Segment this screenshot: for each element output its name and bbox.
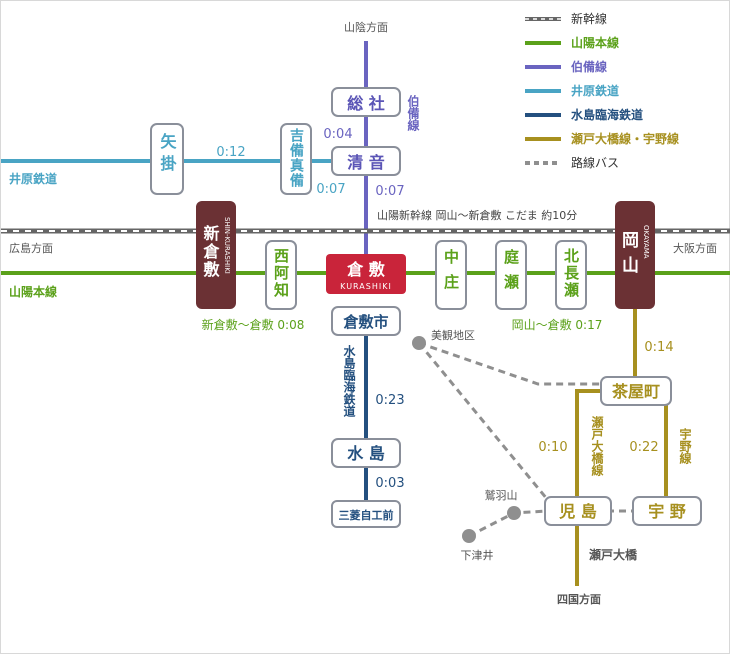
direction-osaka: 大阪方面 — [673, 241, 717, 255]
time-kibi-kiyone: 0:07 — [316, 182, 345, 197]
legend-label-shinkansen: 新幹線 — [571, 11, 607, 26]
station-shinkurashiki-label: 新倉敷 — [201, 224, 221, 279]
station-kojima[interactable]: 児 島 — [544, 496, 612, 526]
direction-sanin: 山陰方面 — [344, 20, 388, 34]
setoohashi-bridge-label: 瀬戸大橋 — [588, 547, 638, 562]
direction-hiroshima: 広島方面 — [9, 241, 53, 255]
legend: 新幹線 山陽本線 伯備線 井原鉄道 水島臨海鉄道 瀬戸大橋線・宇野線 路線バス — [525, 11, 679, 170]
station-okayama-label: 岡山 — [618, 231, 638, 281]
uno-line-label: 宇野線 — [678, 427, 692, 465]
station-mizushima-label: 水 島 — [347, 444, 385, 463]
time-chayamachi-kojima: 0:10 — [538, 440, 567, 455]
station-kiyone[interactable]: 清 音 — [331, 146, 401, 176]
station-yakage-label: 矢掛 — [158, 132, 177, 177]
shimotsui-spot-marker[interactable] — [462, 529, 476, 543]
direction-shikoku: 四国方面 — [557, 592, 601, 606]
place-bikan: 美観地区 — [431, 328, 475, 342]
washuzan-spot-marker[interactable] — [507, 506, 521, 520]
station-kurashiki[interactable]: 倉 敷 KURASHIKI — [326, 254, 406, 294]
time-chayamachi-uno: 0:22 — [629, 440, 658, 455]
time-mizushima-mitsubishi: 0:03 — [375, 476, 404, 491]
time-okayama-kurashiki: 岡山～倉敷 0:17 — [512, 317, 603, 332]
station-kurashikishi[interactable]: 倉敷市 — [331, 306, 401, 336]
station-kibimakibi-label: 吉備真備 — [288, 127, 304, 188]
station-niwase[interactable]: 庭瀬 — [495, 240, 527, 310]
station-kurashiki-roman: KURASHIKI — [340, 282, 392, 291]
station-uno-label: 宇 野 — [648, 502, 686, 521]
station-kojima-label: 児 島 — [558, 502, 597, 521]
station-kitanagase[interactable]: 北長瀬 — [555, 240, 587, 310]
station-kibimakibi[interactable]: 吉備真備 — [280, 123, 312, 195]
station-chayamachi[interactable]: 茶屋町 — [600, 376, 672, 406]
station-uno[interactable]: 宇 野 — [632, 496, 702, 526]
mizushima-line-label: 水島臨海鉄道 — [342, 344, 356, 418]
seto-line-label: 瀬戸大橋線 — [590, 415, 604, 477]
station-nakasho[interactable]: 中庄 — [435, 240, 467, 310]
station-niwase-label: 庭瀬 — [502, 248, 520, 299]
station-kiyone-label: 清 音 — [347, 153, 385, 172]
legend-label-bus: 路線バス — [571, 155, 619, 170]
station-mizushima[interactable]: 水 島 — [331, 438, 401, 468]
station-kitanagase-label: 北長瀬 — [562, 248, 580, 299]
time-yakage-kibi: 0:12 — [216, 145, 245, 160]
bikan-spot-marker[interactable] — [412, 336, 426, 350]
legend-label-ibara: 井原鉄道 — [571, 83, 619, 98]
ibara-line-label: 井原鉄道 — [9, 171, 57, 186]
legend-label-hakubi: 伯備線 — [571, 59, 607, 74]
time-kiyone-kurashiki: 0:07 — [375, 184, 404, 199]
station-mitsubishi[interactable]: 三菱自工前 — [331, 500, 401, 528]
legend-label-seto: 瀬戸大橋線・宇野線 — [570, 131, 679, 146]
hakubi-line-label: 伯備線 — [406, 94, 420, 132]
legend-label-mizushima: 水島臨海鉄道 — [571, 107, 643, 122]
bus-route-bikan-kojima — [417, 342, 549, 500]
time-kurashikishi-mizushima: 0:23 — [375, 393, 404, 408]
station-nishiachi-label: 西阿知 — [272, 248, 290, 299]
station-soja[interactable]: 総 社 — [331, 87, 401, 117]
station-yakage[interactable]: 矢掛 — [150, 123, 184, 195]
sanyo-line-label: 山陽本線 — [9, 284, 57, 299]
station-mitsubishi-label: 三菱自工前 — [339, 508, 394, 522]
place-washuzan: 鷲羽山 — [485, 488, 518, 502]
place-shimotsui: 下津井 — [461, 548, 494, 562]
time-soja-kiyone: 0:04 — [323, 127, 352, 142]
station-okayama-roman: OKAYAMA — [642, 225, 650, 259]
bus-route-bikan-chayamachi — [418, 341, 603, 386]
station-shinkurashiki[interactable]: 新倉敷 SHIN-KURASHIKI — [196, 201, 236, 309]
station-shinkurashiki-roman: SHIN-KURASHIKI — [223, 217, 231, 274]
station-nishiachi[interactable]: 西阿知 — [265, 240, 297, 310]
time-shinkurashiki-kurashiki: 新倉敷～倉敷 0:08 — [202, 317, 305, 332]
station-chayamachi-label: 茶屋町 — [611, 382, 660, 401]
legend-label-sanyo: 山陽本線 — [571, 35, 619, 50]
station-nakasho-label: 中庄 — [442, 248, 460, 299]
station-kurashikishi-label: 倉敷市 — [342, 313, 388, 331]
station-okayama[interactable]: 岡山 OKAYAMA — [615, 201, 655, 309]
time-okayama-chayamachi: 0:14 — [644, 340, 673, 355]
shinkansen-note: 山陽新幹線 岡山～新倉敷 こだま 約10分 — [377, 208, 577, 222]
station-kurashiki-label: 倉 敷 — [346, 260, 386, 279]
station-soja-label: 総 社 — [347, 94, 385, 113]
